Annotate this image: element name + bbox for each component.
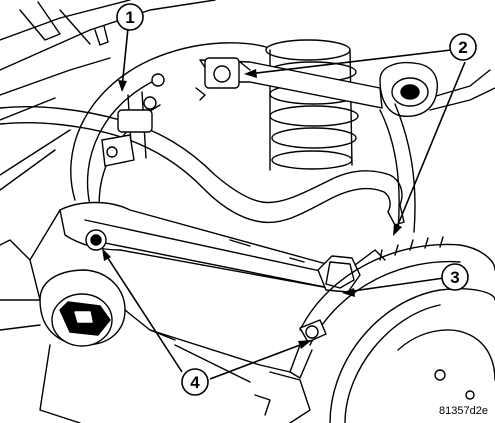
leader-4b	[209, 341, 309, 380]
arrow-2a	[244, 69, 257, 78]
knuckle-strut	[379, 103, 416, 233]
ball-joint-nut	[317, 249, 386, 293]
brake-rotor	[299, 236, 495, 423]
arrow-4a	[102, 248, 111, 261]
leader-2b	[394, 61, 466, 233]
callout-4: 4	[181, 368, 209, 396]
coil-spring	[265, 39, 359, 171]
arrow-3	[342, 288, 355, 297]
toe-link-bolt	[254, 319, 327, 423]
leader-4a	[103, 251, 183, 373]
callout-4-label: 4	[190, 373, 200, 392]
lower-bushing	[0, 209, 176, 423]
callout-1: 1	[116, 3, 144, 31]
callout-2: 2	[449, 33, 477, 61]
leader-1	[121, 27, 129, 89]
upper-bushing	[379, 62, 495, 117]
leader-2a	[247, 49, 452, 75]
arrow-4b	[298, 340, 312, 349]
callout-2-label: 2	[458, 38, 467, 57]
callout-3-label: 3	[450, 268, 459, 287]
upper-control-arm	[195, 57, 383, 109]
arrow-2b	[393, 223, 402, 236]
callout-1-label: 1	[125, 8, 134, 27]
callout-3: 3	[441, 263, 469, 291]
arrow-1	[118, 80, 127, 92]
lower-frame	[0, 299, 291, 383]
figure-id: 81357d2e	[439, 405, 488, 417]
frame-rail	[0, 0, 216, 191]
leader-3	[345, 277, 445, 293]
stabilizer-link	[101, 73, 165, 167]
